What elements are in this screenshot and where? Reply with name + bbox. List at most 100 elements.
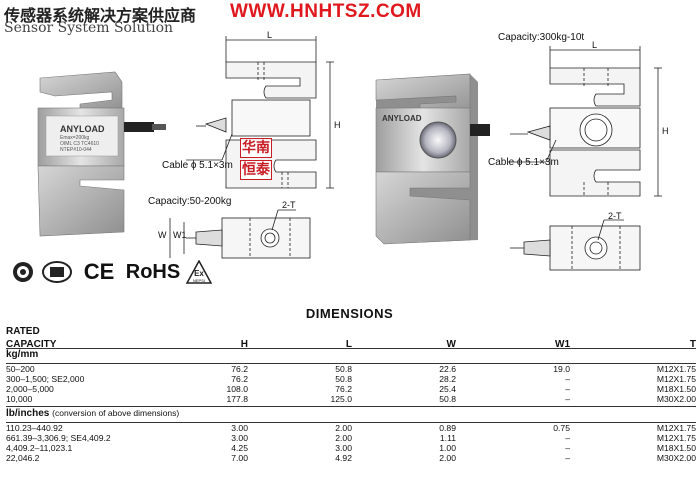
cell-capacity: 110.23–440.92 (6, 423, 63, 433)
drawing-front-large (508, 46, 662, 197)
cell-capacity: 50–200 (6, 364, 35, 374)
cell-capacity: 2,000–5,000 (6, 384, 54, 394)
divider (6, 422, 696, 423)
cell-h: 76.2 (231, 364, 248, 374)
cell-h: 3.00 (231, 423, 248, 433)
cell-t: M12X1.75 (656, 433, 696, 443)
cell-l: 2.00 (335, 423, 352, 433)
cable-label-right: Cable ɸ 5.1×3m (488, 157, 559, 168)
product-photo-small (37, 71, 166, 237)
cell-h: 7.00 (231, 453, 248, 463)
dim-label-l-large: L (592, 40, 598, 50)
ul-icon (42, 260, 72, 284)
cell-w: 0.89 (439, 423, 456, 433)
capacity-label-right: Capacity:300kg-10t (498, 32, 585, 43)
header-capacity-line1: RATED (6, 326, 40, 337)
cell-capacity: 300–1,500; SE2,000 (6, 374, 85, 384)
watermark-stamp-bottom: 恒泰 (240, 160, 272, 180)
cell-h: 3.00 (231, 433, 248, 443)
product-text-line-3: NTEP#10-044 (60, 147, 92, 153)
cell-w1: – (565, 394, 570, 404)
product-brand-label: ANYLOAD (60, 124, 105, 134)
header-h: H (240, 339, 248, 350)
table-header: RATED CAPACITY H L W W1 T (6, 324, 696, 350)
cell-t: M18X1.50 (656, 384, 696, 394)
product-brand-label-large: ANYLOAD (382, 114, 422, 123)
cell-l: 4.92 (335, 453, 352, 463)
cell-w1: – (565, 453, 570, 463)
cell-w: 22.6 (439, 364, 456, 374)
dimensions-title: DIMENSIONS (305, 306, 394, 321)
cell-l: 50.8 (335, 364, 352, 374)
table-row: 22,046.2 7.00 4.92 2.00 – M30X2.00 (6, 453, 696, 463)
watermark-stamp-top: 华南 (240, 138, 272, 158)
cell-capacity: 4,409.2–11,023.1 (6, 443, 73, 453)
ntep-icon (12, 260, 34, 284)
cell-w1: 0.75 (553, 423, 570, 433)
cell-w: 1.00 (439, 443, 456, 453)
cable-label-left: Cable ɸ 5.1×3m (162, 160, 233, 171)
table-row: 661.39–3,306.9; SE4,409.2 3.00 2.00 1.11… (6, 433, 696, 443)
website-url[interactable]: WWW.HNHTSZ.COM (230, 1, 422, 22)
cell-t: M18X1.50 (656, 443, 696, 453)
dim-label-t-large: 2-T (608, 211, 622, 221)
cell-capacity: 22,046.2 (6, 453, 40, 463)
dimensions-table: RATED CAPACITY H L W W1 T kg/mm 50–200 7… (6, 324, 696, 463)
cell-w: 2.00 (439, 453, 456, 463)
cell-w: 28.2 (439, 374, 456, 384)
header-l: L (345, 339, 352, 350)
cell-t: M30X2.00 (656, 394, 696, 404)
cell-w: 25.4 (439, 384, 456, 394)
cell-capacity: 661.39–3,306.9; SE4,409.2 (6, 433, 111, 443)
cell-h: 108.0 (226, 384, 248, 394)
cell-w1: – (565, 443, 570, 453)
cell-l: 76.2 (335, 384, 352, 394)
cell-h: 76.2 (231, 374, 248, 384)
ce-mark-icon: CE (83, 259, 115, 284)
header-w1: W1 (555, 339, 570, 350)
product-text-line-1: Emax=200kg (60, 135, 90, 141)
header-capacity-line2: CAPACITY (6, 339, 57, 350)
cell-t: M12X1.75 (656, 364, 696, 374)
cell-capacity: 10,000 (6, 394, 33, 404)
drawing-top-large (510, 219, 641, 271)
product-text-line-2: OIML C3 TC4610 (60, 141, 99, 147)
cell-l: 2.00 (335, 433, 352, 443)
table-row: 10,000 177.8 125.0 50.8 – M30X2.00 (6, 394, 696, 404)
cell-t: M30X2.00 (656, 453, 696, 463)
cell-l: 125.0 (330, 394, 352, 404)
cell-w1: 19.0 (553, 364, 570, 374)
dim-label-h-large: H (662, 126, 669, 136)
svg-text:Ex: Ex (194, 269, 204, 278)
dim-label-l-small: L (267, 30, 273, 40)
cell-w: 1.11 (439, 433, 456, 443)
cell-h: 4.25 (231, 443, 248, 453)
table-row: 50–200 76.2 50.8 22.6 19.0 M12X1.75 (6, 364, 696, 374)
dim-label-w1-small: W1 (173, 230, 187, 240)
company-name-en: Sensor System Solution (4, 20, 174, 36)
rohs-mark-icon: RoHS (125, 260, 181, 283)
ex-icon: Ex NEPSI (186, 260, 212, 284)
table-row: 2,000–5,000 108.0 76.2 25.4 – M18X1.50 (6, 384, 696, 394)
section-metric-unit: kg/mm (6, 349, 39, 360)
cell-l: 50.8 (335, 374, 352, 384)
capacity-label-left: Capacity:50-200kg (148, 196, 232, 207)
cell-w1: – (565, 433, 570, 443)
header-t: T (689, 339, 696, 350)
company-name-cn: 传感器系统解决方案供应商 (4, 6, 197, 25)
cell-l: 3.00 (335, 443, 352, 453)
cell-w: 50.8 (439, 394, 456, 404)
header-w: W (446, 339, 456, 350)
table-row: 4,409.2–11,023.1 4.25 3.00 1.00 – M18X1.… (6, 443, 696, 453)
product-photo-large (375, 73, 490, 245)
section-imperial-note: (conversion of above dimensions) (52, 408, 180, 418)
dim-label-h-small: H (334, 120, 341, 130)
section-metric: kg/mm (6, 348, 696, 362)
drawing-top-small (169, 209, 311, 259)
table-row: 110.23–440.92 3.00 2.00 0.89 0.75 M12X1.… (6, 423, 696, 433)
dim-label-t-small: 2-T (282, 200, 296, 210)
cell-t: M12X1.75 (656, 374, 696, 384)
divider (6, 406, 696, 407)
divider (6, 363, 696, 364)
cell-t: M12X1.75 (656, 423, 696, 433)
